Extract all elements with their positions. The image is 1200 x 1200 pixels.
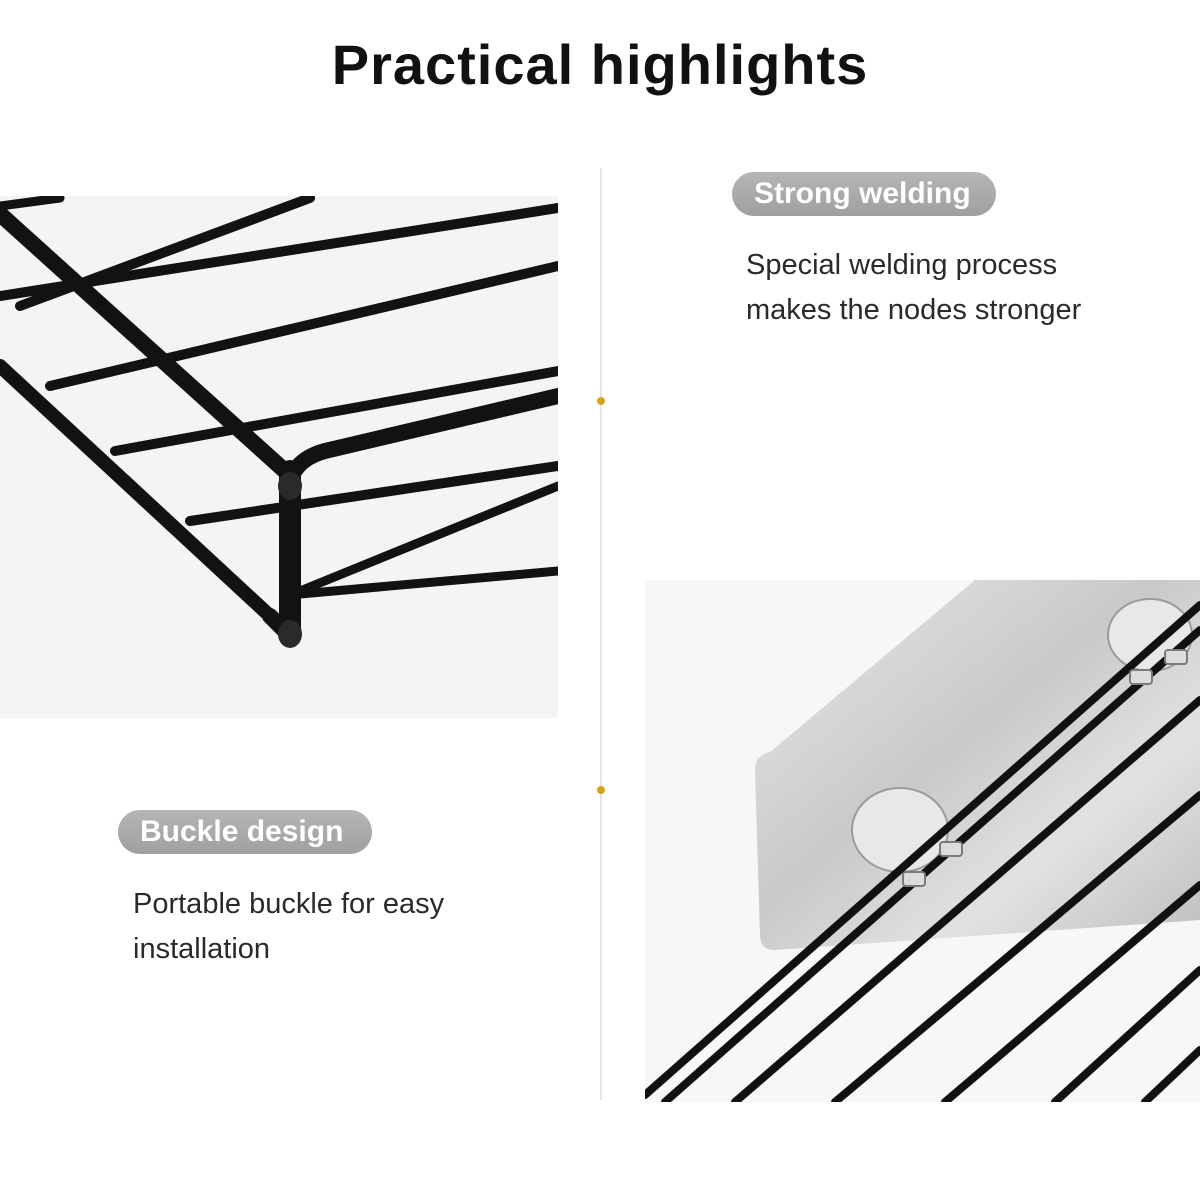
wire-rack-corner-image xyxy=(0,196,558,718)
adhesive-buckle-image xyxy=(645,580,1200,1102)
page-title: Practical highlights xyxy=(331,33,869,96)
description-line: Special welding process xyxy=(746,249,1058,281)
feature-description-strong-welding: Special welding process makes the nodes … xyxy=(746,243,1166,333)
feature-description-buckle-design: Portable buckle for easy installation xyxy=(133,882,533,972)
center-divider xyxy=(600,168,602,1100)
description-line: Portable buckle for easy xyxy=(133,888,445,920)
feature-badge-strong-welding: Strong welding xyxy=(732,172,996,216)
description-line: installation xyxy=(133,933,271,965)
description-line: makes the nodes stronger xyxy=(746,294,1082,326)
feature-badge-buckle-design: Buckle design xyxy=(118,810,372,854)
divider-dot-bottom xyxy=(597,786,605,794)
divider-dot-top xyxy=(597,397,605,405)
